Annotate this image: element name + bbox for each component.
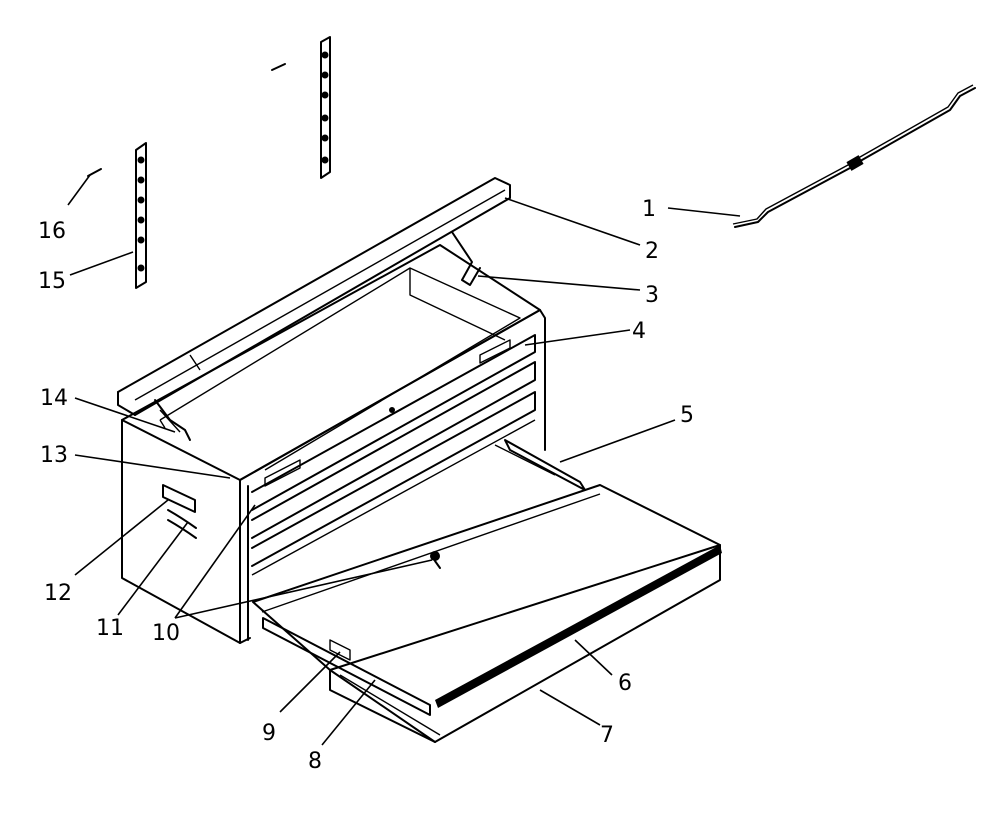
part-2-lid <box>117 177 511 416</box>
part-12-handle-bracket <box>162 484 196 513</box>
part-15-hinge-strip-left <box>135 142 147 289</box>
callout-16: 16 <box>38 219 66 244</box>
callout-15: 15 <box>38 269 66 294</box>
callout-3: 3 <box>645 283 659 308</box>
part-11-handle-grip <box>167 509 197 539</box>
callout-6: 6 <box>618 671 632 696</box>
callout-5: 5 <box>680 403 694 428</box>
callout-4: 4 <box>632 319 646 344</box>
part-14-lid-stay <box>154 399 191 441</box>
part-6-drawer-pull <box>435 545 722 708</box>
part-1-lid-support-rod <box>732 84 976 228</box>
part-16-pin-top <box>271 63 286 71</box>
part-8-slide <box>262 617 431 716</box>
callout-10: 10 <box>152 621 180 646</box>
leader-lines <box>67 174 741 746</box>
callout-8: 8 <box>308 749 322 774</box>
callout-13: 13 <box>40 443 68 468</box>
drawer-bolt <box>430 551 441 569</box>
callout-2: 2 <box>645 239 659 264</box>
part-7-drawer <box>252 484 721 743</box>
part-16-pin <box>87 168 102 177</box>
callout-1: 1 <box>642 197 656 222</box>
callout-12: 12 <box>44 581 72 606</box>
callout-14: 14 <box>40 386 68 411</box>
callout-9: 9 <box>262 721 276 746</box>
callout-7: 7 <box>600 723 614 748</box>
callout-11: 11 <box>96 616 124 641</box>
callout-labels: 1 2 3 4 5 6 7 8 9 10 11 12 13 14 15 16 <box>38 197 694 774</box>
part-5-slide <box>494 439 586 491</box>
part-9-slide-bracket <box>329 639 351 661</box>
chest-body <box>121 244 546 644</box>
part-3-lid-stay <box>451 231 481 286</box>
part-15-hinge-strip-right <box>320 36 331 179</box>
